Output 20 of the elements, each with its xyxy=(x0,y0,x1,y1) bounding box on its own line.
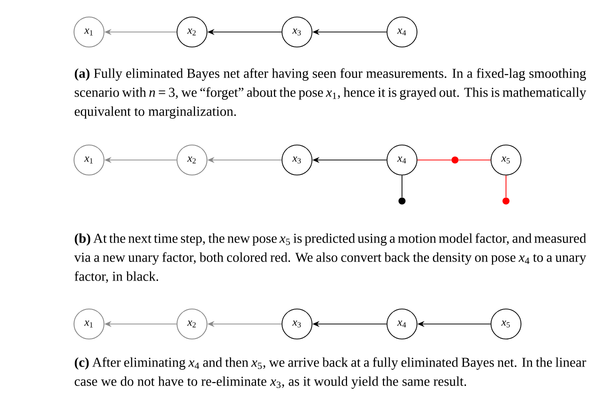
factor-dot xyxy=(398,198,406,204)
variable-node: x$_{5}$ xyxy=(490,144,522,176)
variable-node: x$_{3}$ xyxy=(282,308,312,340)
variable-node: x$_{2}$ xyxy=(176,16,208,48)
variable-node: x$_{4}$ xyxy=(386,308,418,340)
variable-node: x$_{3}$ xyxy=(282,144,312,176)
variable-node: x$_{1}$ xyxy=(74,144,104,176)
caption: (b) At the next time step, the new pose x$_{5}$ is predicted using a motion model factor, and measured via a new unary factor, both colored red. We also convert back the density on pose x$_{4}$ to a unary factor, in black. xyxy=(74,233,586,283)
caption: (c) After eliminating x$_{4}$ and then x$_{5}$, we arrive back at a fully eliminated Bayes net. In the linear case we do not have to re-eliminate x$_{3}$, as it would yield the same result. xyxy=(74,357,586,389)
variable-node: x$_{1}$ xyxy=(74,308,104,340)
variable-node: x$_{5}$ xyxy=(490,308,522,340)
variable-node: x$_{1}$ xyxy=(74,16,104,48)
caption: (a) Fully eliminated Bayes net after having seen four measurements. In a fixed-lag smoothing scenario with n = 3, we “forget” about the pose x$_{1}$, hence it is grayed out. This is mathematically equivalent to marginalization. xyxy=(74,68,586,119)
variable-node: x$_{2}$ xyxy=(176,308,208,340)
variable-node: x$_{4}$ xyxy=(386,16,418,48)
variable-node: x$_{4}$ xyxy=(386,144,418,176)
factor-dot xyxy=(502,198,510,204)
variable-node: x$_{2}$ xyxy=(176,144,208,176)
variable-node: x$_{3}$ xyxy=(282,16,312,48)
factor-dot xyxy=(452,156,458,164)
